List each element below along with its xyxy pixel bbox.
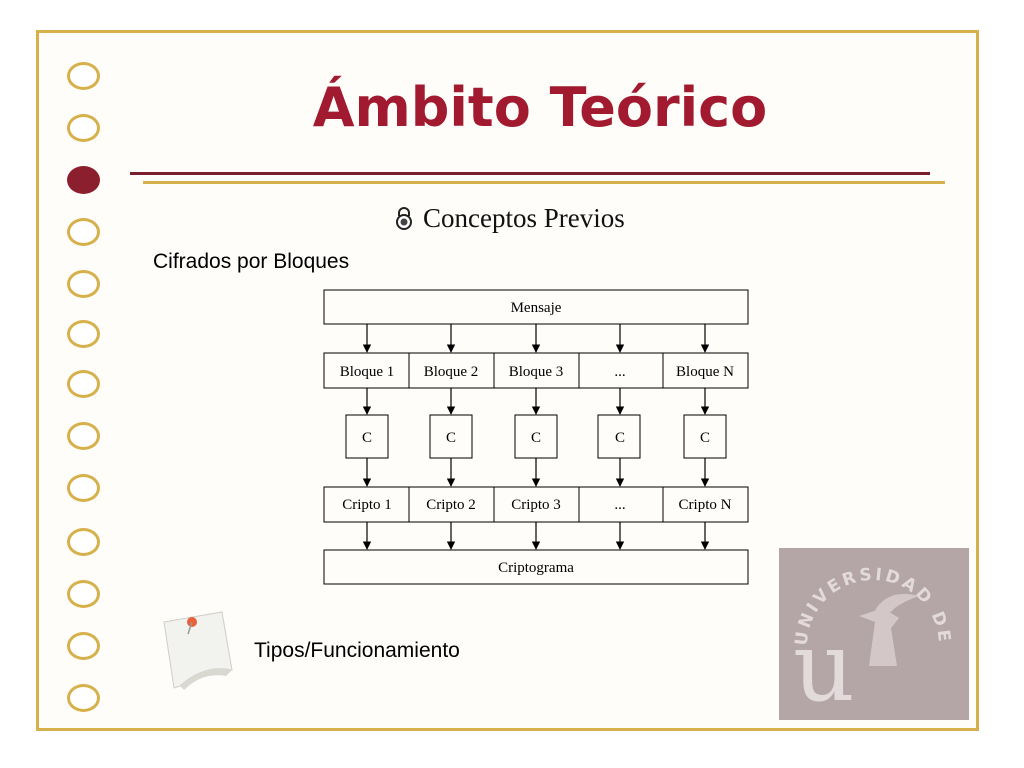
university-logo: UNIVERSIDAD DE SEVILLA u — [779, 548, 969, 720]
binder-ring-icon — [67, 270, 100, 298]
block-box: Bloque 1 — [340, 364, 395, 380]
crypto-box: Cripto 1 — [342, 497, 392, 513]
section-label: Cifrados por Bloques — [153, 250, 350, 273]
binder-ring-icon — [67, 114, 100, 142]
binder-ring-icon — [67, 474, 100, 502]
binder-ring-icon — [67, 632, 100, 660]
binder-ring-active-icon — [67, 166, 100, 194]
cipher-box: C — [700, 430, 710, 446]
crypto-box: Cripto 3 — [511, 497, 561, 513]
binder-ring-icon — [67, 528, 100, 556]
crypto-box: Cripto 2 — [426, 497, 476, 513]
logo-letter: u — [793, 611, 855, 720]
block-box: ... — [614, 364, 625, 380]
crypto-box: ... — [614, 497, 625, 513]
binder-ring-icon — [67, 370, 100, 398]
padlock-icon — [396, 207, 412, 230]
binder-ring-icon — [67, 218, 100, 246]
message-box: Mensaje — [511, 300, 562, 316]
crypto-box: Cripto N — [679, 497, 732, 513]
block-box: Bloque N — [676, 364, 734, 380]
slide-title: Ámbito Teórico — [312, 76, 768, 139]
binder-ring-icon — [67, 580, 100, 608]
block-box: Bloque 2 — [424, 364, 479, 380]
binder-ring-icon — [67, 320, 100, 348]
binder-ring-icon — [67, 684, 100, 712]
title-divider-dark — [130, 172, 930, 175]
subtitle: Conceptos Previos — [395, 200, 625, 236]
block-cipher-diagram: Mensaje Bloque 1 Bloque 2 Bloque 3 ... B… — [323, 289, 749, 585]
cipher-box: C — [531, 430, 541, 446]
cipher-box: C — [362, 430, 372, 446]
binder-ring-icon — [67, 422, 100, 450]
title-divider-gold — [143, 181, 945, 184]
cipher-box: C — [615, 430, 625, 446]
note-label: Tipos/Funcionamiento — [254, 639, 460, 662]
angel-emblem-icon — [859, 593, 919, 666]
cipher-box: C — [446, 430, 456, 446]
sticky-note-icon — [163, 611, 233, 690]
binder-ring-icon — [67, 62, 100, 90]
output-box: Criptograma — [498, 560, 574, 576]
subtitle-text: Conceptos Previos — [423, 202, 625, 233]
block-box: Bloque 3 — [509, 364, 564, 380]
